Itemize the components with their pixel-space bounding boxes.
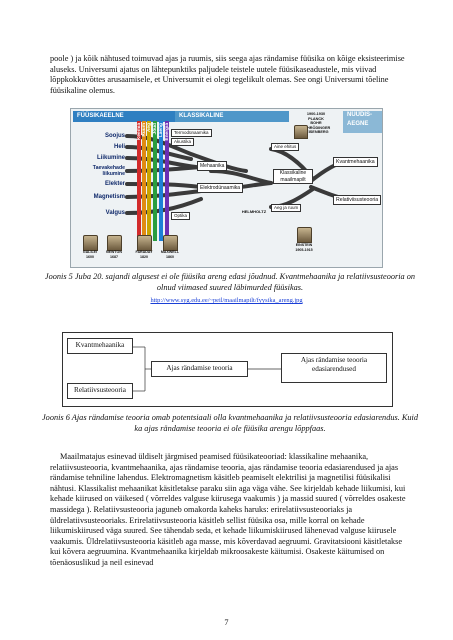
figure5-url[interactable]: http://www.syg.edu.ee/~peil/maailmapilt/…	[150, 297, 303, 304]
box-optika: Optika	[171, 212, 191, 220]
box-akustika: Akustika	[171, 138, 195, 146]
header-classical: KLASSIKALINE	[175, 111, 289, 122]
box-kvantmehaanika: Kvantmehaanika	[333, 157, 378, 167]
label-soojus: Soojus	[104, 133, 125, 139]
box-termodunaamika: Termodünaamika	[171, 129, 212, 137]
box-relativity: Relativiisusteooria	[333, 195, 382, 205]
band-joud	[153, 121, 157, 241]
box-classical-worldview: Klassikaline maailmapilt	[273, 169, 313, 184]
theory-relation-figure: Kvantmehaanika Relatiivsusteooria Ajas r…	[62, 332, 393, 407]
band-ruum	[142, 121, 146, 241]
year-einstein: 1905-1915	[295, 248, 313, 252]
label-valgus: Valgus	[105, 210, 125, 216]
portrait-newton	[107, 235, 122, 251]
band-laeng	[159, 121, 163, 241]
band-energia	[165, 121, 169, 241]
physics-evolution-figure: FÜÜSIKAEELNE KLASSIKALINE NÜÜDIS-AEGNE 1…	[70, 108, 383, 268]
figure6-caption: Joonis 6 Ajas rändamise teooria omab pot…	[41, 413, 419, 433]
label-taevakehade: Taevakehade liikumine	[92, 165, 125, 177]
band-keemia	[137, 121, 141, 241]
band-aeg	[147, 121, 151, 241]
box-time-travel-developments: Ajas rändamise teooria edasiarendused	[281, 353, 387, 383]
label-magnetism: Magnetism	[93, 194, 125, 200]
header-modern: NÜÜDIS-AEGNE	[343, 111, 382, 133]
helmholtz-label: HELMHOLTZ	[241, 209, 267, 214]
year-faraday: 1820	[140, 255, 148, 259]
portrait-galilei	[83, 235, 98, 251]
box-relativity-theory: Relatiivsusteooria	[67, 383, 133, 399]
year-maxwell: 1860	[166, 255, 174, 259]
vlabel-aeg: Aeg	[147, 123, 152, 133]
portrait-faraday	[137, 235, 152, 251]
name-faraday: FARADAY	[135, 250, 153, 254]
label-liikumine: Liikumine	[96, 155, 125, 161]
box-time-travel-theory: Ajas rändamise teooria	[151, 361, 248, 377]
vlabel-laeng: Laeng	[159, 123, 164, 138]
box-quantum-mechanics: Kvantmehaanika	[67, 338, 133, 354]
intro-paragraph: poole ) ja kõik nähtused toimuvad ajas j…	[50, 54, 405, 95]
box-aine-ehitus: Aine ehitus	[271, 143, 300, 151]
name-galilei: GALILEI	[82, 250, 98, 254]
portrait-planck	[294, 125, 308, 139]
page-number: 7	[224, 618, 229, 627]
label-elekter: Elekter	[104, 181, 125, 187]
header-prephysics: FÜÜSIKAEELNE	[73, 111, 177, 122]
name-maxwell: MAXWELL	[160, 250, 180, 254]
body-paragraph: Maailmatajus esinevad üldiselt järgmised…	[50, 452, 406, 567]
year-galilei: 1600	[86, 255, 94, 259]
connectors	[133, 346, 281, 392]
box-elektrodunaamika: Elektrodünaamika	[197, 183, 244, 193]
modern-physicists-text: 1900-1930 PLANCK BOHR SCHRÖDINGER HEISEN…	[301, 112, 331, 135]
name-einstein: EINSTEIN	[295, 243, 313, 247]
name-newton: NEWTON	[106, 250, 122, 254]
box-aeg-ja-ruum: Aeg ja ruum	[271, 204, 302, 212]
year-newton: 1687	[110, 255, 118, 259]
vlabel-energia: Energia	[165, 123, 170, 141]
box-mehaanika: Mehaanika	[197, 161, 228, 171]
label-heli: Heli	[113, 144, 125, 150]
vlabel-joud: Jõud	[153, 123, 158, 135]
portrait-einstein	[297, 227, 312, 243]
figure5-caption: Joonis 5 Juba 20. sajandi algusest ei ol…	[44, 272, 416, 292]
portrait-maxwell	[163, 235, 178, 251]
